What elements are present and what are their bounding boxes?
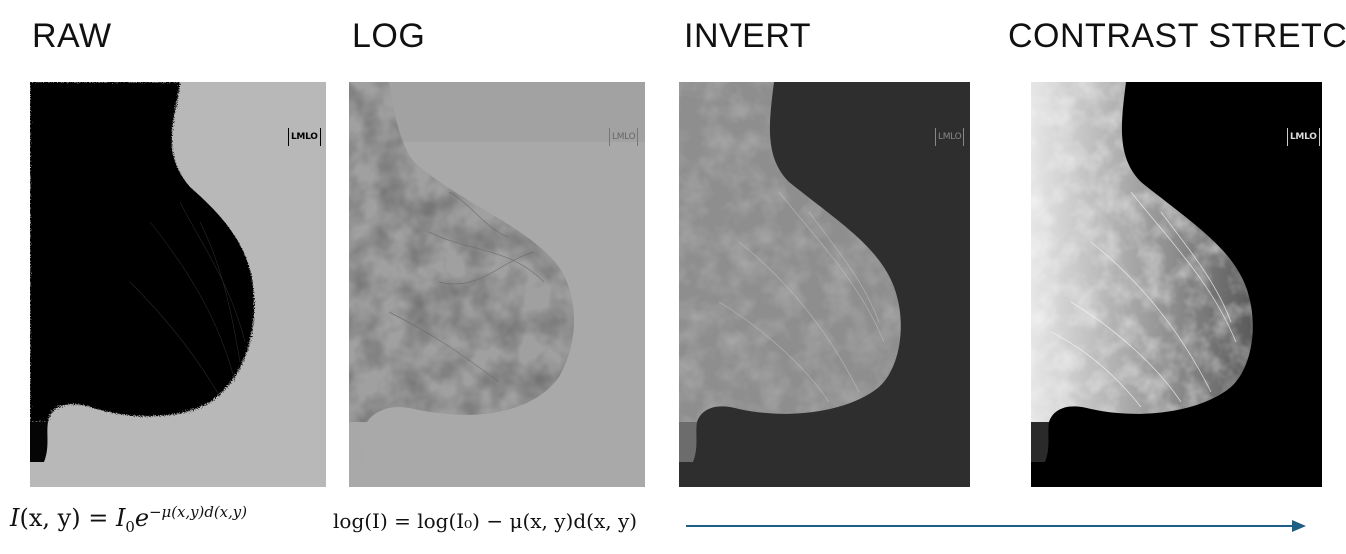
title-invert: INVERT [684,17,812,55]
lmlo-marker: LMLO [609,128,639,146]
title-raw: RAW [32,17,112,55]
transform-arrow [686,520,1306,532]
log-intensity-formula: log(I) = log(I₀) − μ(x, y)d(x, y) [333,509,638,533]
formula-symbol: I [115,504,126,532]
formula-exponent: −μ(x,y)d(x,y) [149,503,248,521]
contrast-stretch-mammogram-image: LMLO [1031,82,1322,487]
lmlo-marker: LMLO [1287,128,1320,146]
lmlo-marker: LMLO [935,128,965,146]
formula-symbol: I [10,504,20,532]
log-mammogram-image: LMLO [349,82,645,487]
formula-subscript: 0 [125,517,135,536]
title-contrast-stretch: CONTRAST STRETCH [1008,17,1346,55]
formula-equals: = [80,504,116,532]
formula-args: (x, y) [19,504,81,532]
lmlo-marker: LMLO [288,128,321,146]
formula-exp-base: e [134,504,150,532]
title-log: LOG [352,17,426,55]
raw-intensity-formula: I(x, y) = I0e−μ(x,y)d(x,y) [10,503,247,536]
raw-mammogram-image: LMLO [30,82,326,487]
invert-mammogram-image: LMLO [679,82,970,487]
